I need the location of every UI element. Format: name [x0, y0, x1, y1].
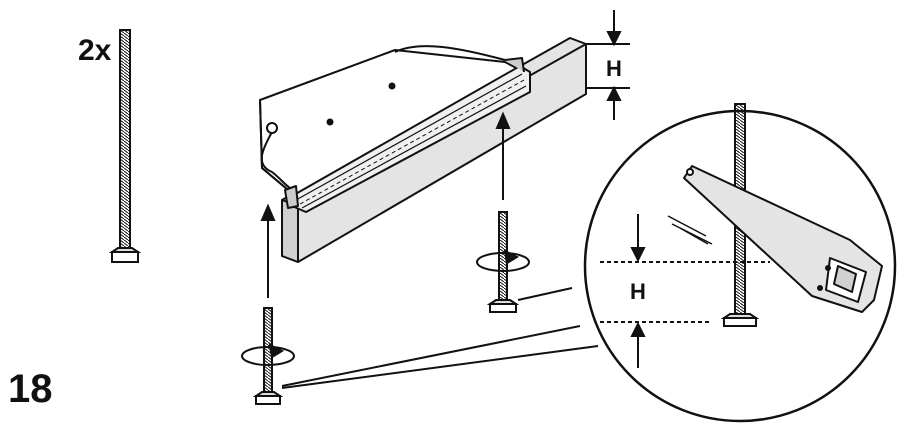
- callout-lines: [281, 287, 599, 389]
- height-label-detail: H: [630, 279, 646, 304]
- rotate-right-icon: [476, 249, 530, 272]
- step-number: 18: [8, 367, 53, 411]
- hand-saw-icon: [683, 165, 883, 313]
- rotate-left-icon: [241, 343, 295, 366]
- height-dimension-top: [586, 10, 630, 120]
- height-label-top: H: [606, 56, 622, 81]
- screw-long-icon: [108, 29, 142, 263]
- height-dimension-detail: [600, 214, 770, 368]
- quantity-label: 2x: [78, 34, 112, 67]
- motion-lines: [667, 215, 713, 245]
- screw-left-icon: [252, 307, 284, 405]
- up-arrow-right: [495, 111, 511, 200]
- screw-right-icon: [486, 211, 520, 313]
- up-arrow-left: [260, 203, 276, 298]
- cabinet-housing: [259, 45, 531, 213]
